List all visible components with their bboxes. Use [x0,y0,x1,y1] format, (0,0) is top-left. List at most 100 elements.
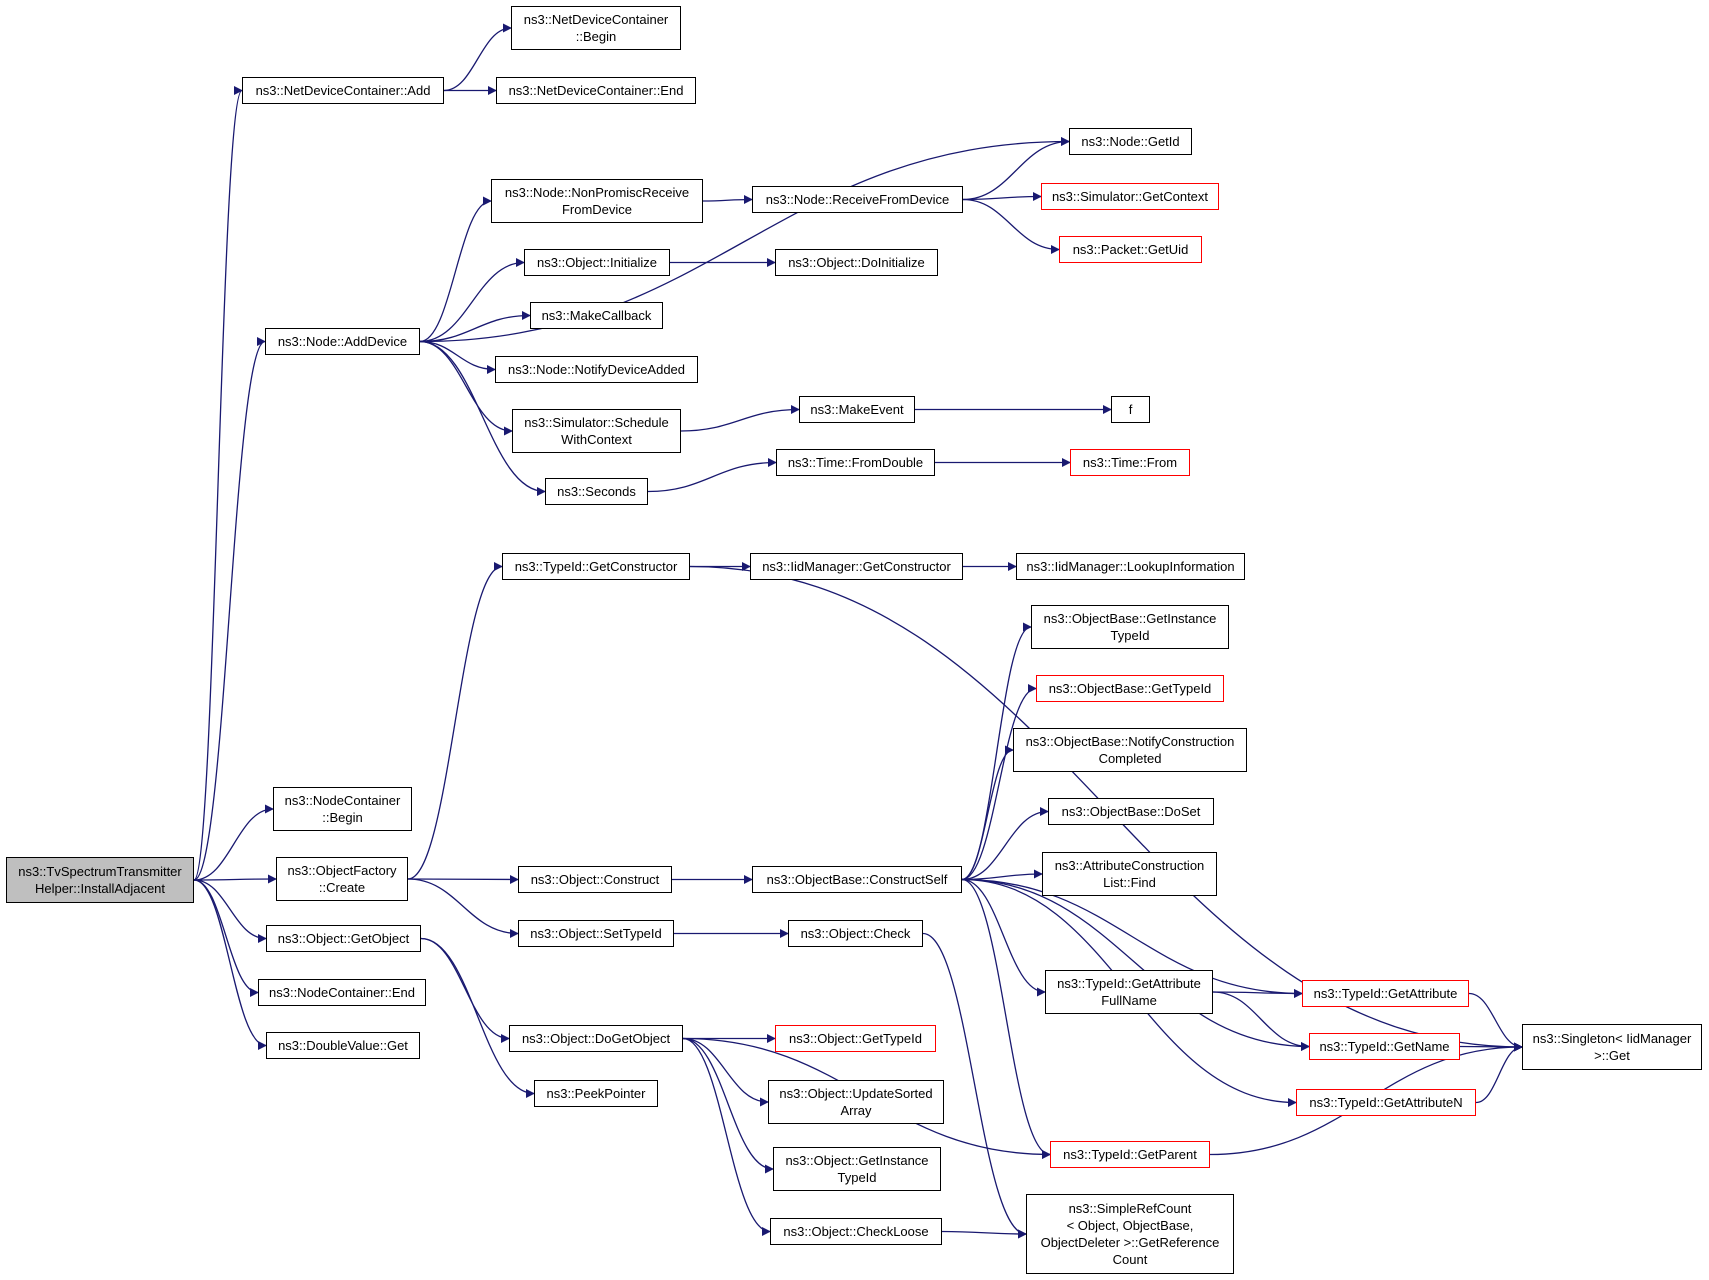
node-obj-initialize[interactable]: ns3::Object::Initialize [524,249,670,276]
node-label-line: ns3::ObjectBase::ConstructSelf [766,872,948,887]
node-label-line: ns3::Seconds [557,484,636,499]
node-obj-doinitialize[interactable]: ns3::Object::DoInitialize [775,249,938,276]
node-typeid-getname[interactable]: ns3::TypeId::GetName [1309,1033,1460,1060]
node-label-line: FullName [1101,993,1157,1008]
node-label-line: < Object, ObjectBase, [1066,1218,1194,1233]
node-f[interactable]: f [1111,396,1150,423]
edge-root-to-of-create [193,874,277,884]
node-label-line: FromDevice [561,202,633,217]
node-obj-checkloose[interactable]: ns3::Object::CheckLoose [770,1218,942,1245]
node-nc-begin[interactable]: ns3::NodeContainer::Begin [273,787,412,831]
node-obj-settypeid[interactable]: ns3::Object::SetTypeId [518,920,674,947]
node-ob-constructself[interactable]: ns3::ObjectBase::ConstructSelf [752,866,962,893]
node-label-line: Array [840,1103,872,1118]
node-label-line: ns3::AttributeConstruction [1054,858,1205,873]
node-node-getid[interactable]: ns3::Node::GetId [1069,128,1192,155]
node-obj-getobject[interactable]: ns3::Object::GetObject [266,925,421,952]
node-label-line: ns3::TypeId::GetConstructor [514,559,678,574]
node-nc-end[interactable]: ns3::NodeContainer::End [258,979,426,1006]
edge-seconds-to-time-fromdouble [647,458,777,493]
node-label-line: TypeId [1110,628,1150,643]
node-label-line: ns3::Object::Construct [530,872,660,887]
node-label-line: ns3::ObjectBase::GetTypeId [1048,681,1212,696]
edge-ob-constructself-to-ob-doset [961,807,1049,881]
edge-of-create-to-obj-settypeid [407,878,519,938]
edge-of-create-to-typeid-getconstructor [407,562,503,880]
node-label-line: ns3::Singleton< IidManager [1532,1031,1692,1046]
node-obj-construct[interactable]: ns3::Object::Construct [518,866,672,893]
node-packet-getuid[interactable]: ns3::Packet::GetUid [1059,236,1202,263]
edge-root-to-node-adddevice [193,337,266,881]
node-time-fromdouble[interactable]: ns3::Time::FromDouble [776,449,935,476]
node-label-line: ns3::Simulator::Schedule [524,415,669,430]
node-label-line: Helper::InstallAdjacent [34,881,166,896]
node-label-line: ns3::Node::ReceiveFromDevice [765,192,950,207]
node-typeid-getattribute[interactable]: ns3::TypeId::GetAttribute [1302,980,1469,1007]
node-label-line: ::Create [318,880,366,895]
node-label-line: ns3::Packet::GetUid [1072,242,1189,257]
node-label-line: ns3::ObjectBase::DoSet [1061,804,1201,819]
node-ob-gettypeid[interactable]: ns3::ObjectBase::GetTypeId [1036,675,1224,702]
node-dv-get[interactable]: ns3::DoubleValue::Get [266,1032,420,1059]
edge-node-adddevice-to-seconds [419,340,546,496]
node-iid-getconstructor[interactable]: ns3::IidManager::GetConstructor [750,553,963,580]
node-time-from[interactable]: ns3::Time::From [1070,449,1190,476]
node-typeid-getparent[interactable]: ns3::TypeId::GetParent [1050,1141,1210,1168]
edge-obj-getobject-to-obj-dogetobject [420,937,510,1043]
node-obj-gettypeid[interactable]: ns3::Object::GetTypeId [775,1025,936,1052]
node-label-line: ns3::ObjectBase::NotifyConstruction [1025,734,1235,749]
node-obj-check[interactable]: ns3::Object::Check [788,920,923,947]
node-makeevent[interactable]: ns3::MakeEvent [799,396,915,423]
node-label-line: ns3::Object::DoGetObject [521,1031,671,1046]
node-label-line: Completed [1098,751,1162,766]
edge-obj-dogetobject-to-obj-updatesorted [682,1037,769,1107]
node-label-line: ns3::MakeCallback [541,308,652,323]
edge-typeid-getattribute-to-singleton-get [1468,992,1523,1052]
node-seconds[interactable]: ns3::Seconds [545,478,648,505]
node-label-line: TypeId [837,1170,877,1185]
node-node-notify[interactable]: ns3::Node::NotifyDeviceAdded [495,356,698,383]
node-ndc-begin[interactable]: ns3::NetDeviceContainer::Begin [511,6,681,50]
node-of-create[interactable]: ns3::ObjectFactory::Create [276,857,408,901]
node-typeid-getconstructor[interactable]: ns3::TypeId::GetConstructor [502,553,690,580]
node-label-line: ns3::Time::From [1082,455,1178,470]
node-simplerefcount[interactable]: ns3::SimpleRefCount< Object, ObjectBase,… [1026,1194,1234,1274]
edge-root-to-dv-get [193,879,267,1050]
edge-obj-getobject-to-peekpointer [420,937,535,1098]
node-node-receive[interactable]: ns3::Node::ReceiveFromDevice [752,186,963,213]
node-label-line: ns3::TypeId::GetAttribute [1313,986,1458,1001]
node-obj-dogetobject[interactable]: ns3::Object::DoGetObject [509,1025,683,1052]
node-iid-lookup[interactable]: ns3::IidManager::LookupInformation [1016,553,1245,580]
node-singleton-get[interactable]: ns3::Singleton< IidManager >::Get [1522,1024,1702,1070]
node-peekpointer[interactable]: ns3::PeekPointer [534,1080,658,1107]
node-label-line: ns3::ObjectBase::GetInstance [1043,611,1217,626]
edge-node-adddevice-to-obj-initialize [419,258,525,343]
edge-ob-constructself-to-ob-notify [961,745,1014,881]
node-label-line: ObjectDeleter >::GetReference [1040,1235,1220,1250]
edge-obj-checkloose-to-simplerefcount [941,1229,1027,1239]
node-ndc-add[interactable]: ns3::NetDeviceContainer::Add [242,77,444,104]
node-label-line: ns3::NetDeviceContainer [523,12,669,27]
node-node-adddevice[interactable]: ns3::Node::AddDevice [265,328,420,355]
node-label-line: Count [1112,1252,1148,1267]
edge-node-receive-to-packet-getuid [962,198,1060,254]
node-label-line: ns3::TypeId::GetAttribute [1057,976,1201,991]
node-label-line: ns3::Object::Check [800,926,911,941]
node-ndc-end[interactable]: ns3::NetDeviceContainer::End [496,77,696,104]
node-sim-getcontext[interactable]: ns3::Simulator::GetContext [1041,183,1219,210]
node-typeid-getattributen[interactable]: ns3::TypeId::GetAttributeN [1296,1089,1476,1116]
node-label-line: ns3::Object::SetTypeId [530,926,662,941]
node-label-line: ns3::Node::NotifyDeviceAdded [507,362,686,377]
node-makecallback[interactable]: ns3::MakeCallback [530,302,663,329]
node-ob-doset[interactable]: ns3::ObjectBase::DoSet [1048,798,1214,825]
node-label-line: ns3::TypeId::GetParent [1063,1147,1197,1162]
